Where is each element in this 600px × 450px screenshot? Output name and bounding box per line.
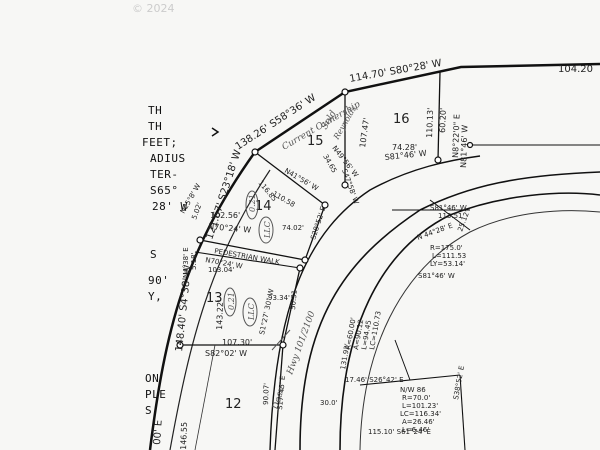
lot-line (429, 199, 471, 231)
svg-text:TH: TH (148, 104, 162, 117)
dimension-label: S17°45' E (276, 375, 287, 410)
lot-number: 14 (255, 199, 272, 214)
lot-line (282, 267, 301, 346)
dimension-label: S81°46' W (384, 149, 427, 162)
lot-number: 16 (393, 112, 410, 127)
legend-text: TH TH FEET; ADIUS TER- S65° 28' W S 90' … (142, 104, 188, 417)
handwritten-oval: LLC (242, 297, 258, 327)
edge-label: 50.31 (289, 290, 299, 311)
bearing-label: 00' E (152, 420, 165, 446)
svg-text:LLC: LLC (247, 303, 256, 321)
lot-line (304, 204, 326, 261)
dimension-label: 74.28' (392, 143, 417, 152)
bearing-label: 138.26' S58°36' W (234, 92, 319, 152)
lot-line (437, 71, 441, 161)
curve-label: L=101.23' (402, 402, 438, 410)
curve-label: S81°46' W (430, 204, 467, 212)
svg-text:LLC: LLC (263, 221, 272, 239)
handwritten-oval: 0.21 (245, 190, 259, 220)
survey-monuments (176, 88, 474, 349)
curve-label: S38°52' E (452, 365, 466, 400)
dimension-label: N8°22'0" E (451, 114, 462, 158)
handwritten-arrow (271, 329, 291, 351)
svg-text:0.21: 0.21 (227, 292, 236, 310)
curve-label: L=111.53 (432, 252, 466, 260)
dimension-label: 5.18' (190, 252, 198, 270)
dimension-label: 74.02' (282, 224, 304, 232)
svg-text:0.21: 0.21 (248, 194, 257, 212)
lot-line (194, 251, 301, 269)
lot-line (274, 344, 284, 450)
svg-text:S: S (150, 248, 157, 261)
curve-label: R=70.0' (402, 394, 430, 402)
lot-line (254, 151, 326, 206)
svg-text:S65°: S65° (150, 184, 179, 197)
curve-label: R=175.0' (430, 244, 463, 252)
dimension-label: S28°52' E (309, 205, 327, 240)
lot-number: 12 (225, 397, 242, 412)
dimension-label: 107.47' (358, 117, 371, 148)
svg-text:S: S (145, 404, 152, 417)
top-boundary-label: 104.20 (558, 64, 593, 75)
dimension-label: S82°02' W (205, 349, 247, 358)
curve-label: N/W 86 (400, 386, 426, 394)
svg-text:TH: TH (148, 120, 162, 133)
lot-number: 15 (307, 134, 324, 149)
bearing-label: 146.55 (179, 422, 189, 450)
svg-text:90': 90' (148, 274, 169, 287)
dimension-label: 60.20' (438, 108, 448, 133)
handwritten-note: Hwy 101/2100 (285, 310, 318, 377)
dimension-label: 110.13' (425, 108, 435, 138)
svg-text:28' W: 28' W (152, 200, 188, 213)
dimension-label: N81°46' W (459, 125, 469, 168)
pointer-mark (211, 127, 220, 137)
handwritten-oval: 0.21 (223, 287, 237, 317)
curve-label: 113.51 (438, 212, 463, 220)
copyright-watermark: © 2024 (132, 2, 175, 15)
curve-label: L=6.46' (402, 426, 429, 434)
road-curve (299, 171, 600, 450)
road-edge (169, 169, 271, 450)
handwritten-oval: LLC (258, 216, 274, 244)
curve-label: A=26.46' (402, 418, 435, 426)
svg-text:ADIUS: ADIUS (150, 152, 186, 165)
dimension-label: 143.22' (215, 300, 225, 330)
curve-label: 17.46' S26°42' E (345, 376, 404, 384)
circle-interior (359, 210, 600, 450)
svg-text:TER-: TER- (150, 168, 179, 181)
svg-text:Y,: Y, (148, 290, 162, 303)
lot-line (194, 344, 216, 450)
curve-label: LC=116.34' (400, 410, 441, 418)
curve-label: S81°46' W (418, 272, 455, 280)
dimension-label: N70°24' W (208, 222, 252, 235)
svg-text:FEET;: FEET; (142, 136, 178, 149)
edge-label: 5.02' (190, 201, 204, 220)
cul-de-sac-arc (339, 192, 600, 450)
svg-text:PLE: PLE (145, 388, 166, 401)
lot-line (459, 374, 466, 450)
dimension-label: 90.07' (262, 383, 271, 405)
svg-text:ON: ON (145, 372, 159, 385)
dimension-label: 103.04' (208, 266, 234, 274)
outer-boundary (148, 62, 600, 450)
lot-line (394, 339, 411, 381)
dimension-label: 102.56' (210, 211, 240, 220)
dimension-label: 34.65 (321, 153, 338, 174)
dimension-label: 93.34' (268, 294, 290, 302)
dimension-label: 107.30' (222, 338, 252, 347)
dimension-label: 30.0' (320, 399, 338, 407)
dimension-label: S1°27' 30" W (258, 288, 276, 335)
dimension-label: N41°56' W (283, 167, 320, 193)
curve-label: LY=53.14' (430, 260, 465, 268)
lot-line (199, 239, 306, 261)
lot-number: 13 (206, 291, 223, 306)
curve-label: N 44°28' E (416, 222, 454, 242)
dimension-label: N4°38' E (182, 247, 190, 278)
inner-lot-arc (269, 155, 481, 450)
dimension-label: 115.10' S61°24' E (368, 428, 431, 436)
